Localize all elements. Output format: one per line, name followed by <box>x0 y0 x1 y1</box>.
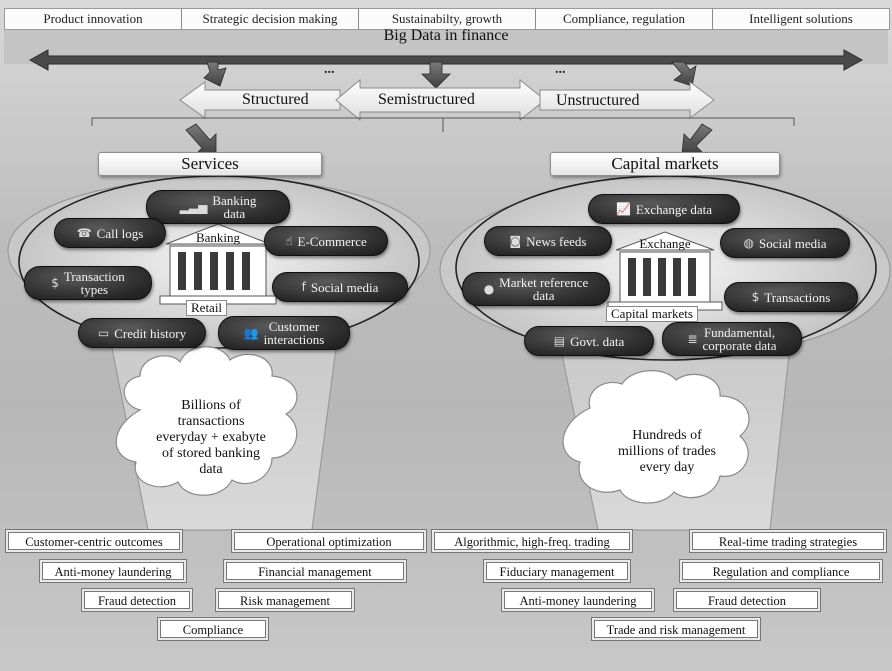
pill-transactions: $ Transactions <box>724 282 858 312</box>
category-sustainability-growth: Sustainabilty, growth <box>359 9 536 29</box>
pill-label: Govt. data <box>570 333 625 349</box>
pill-market-reference-data: ● Market reference data <box>462 272 610 306</box>
category-compliance-regulation: Compliance, regulation <box>536 9 713 29</box>
pill-label: Customer interactions <box>263 319 325 347</box>
pill-label: Credit history <box>114 325 187 341</box>
ellipsis-right: ... <box>555 62 566 77</box>
capital-markets-cloud-text: Hundreds of millions of trades every day <box>618 428 716 475</box>
outcome-real-time-trading: Real-time trading strategies <box>692 532 884 550</box>
outcome-anti-money-laundering: Anti-money laundering <box>42 562 184 580</box>
exchange-building-icon <box>607 231 723 311</box>
services-header: Services <box>98 152 322 176</box>
outcome-customer-centric: Customer-centric outcomes <box>8 532 180 550</box>
category-product-innovation: Product innovation <box>5 9 182 29</box>
outcome-fraud-detection-cm: Fraud detection <box>676 591 818 609</box>
pill-call-logs: ☎ Call logs <box>54 218 166 248</box>
outcome-operational-optimization: Operational optimization <box>234 532 424 550</box>
services-cloud <box>115 346 298 496</box>
data-type-arrows <box>179 78 715 122</box>
chart-icon: 📈 <box>615 201 631 216</box>
document-stack-icon: ▤ <box>553 333 566 348</box>
outcome-fiduciary-management: Fiduciary management <box>486 562 628 580</box>
pill-label: Transaction types <box>63 269 125 297</box>
pill-label: Call logs <box>96 225 144 241</box>
pill-label: Social media <box>310 279 379 295</box>
globe-icon: ◍ <box>743 235 754 250</box>
category-strategic-decision-making: Strategic decision making <box>182 9 359 29</box>
outcome-risk-management: Risk management <box>218 591 352 609</box>
capital-markets-center-label: Capital markets <box>606 306 698 322</box>
ellipsis-left: ... <box>324 62 335 77</box>
label-unstructured: Unstructured <box>556 92 640 109</box>
top-category-bar: Product innovation Strategic decision ma… <box>4 8 890 30</box>
category-intelligent-solutions: Intelligent solutions <box>749 11 853 26</box>
outcome-regulation-compliance: Regulation and compliance <box>682 562 880 580</box>
rss-icon: ◙ <box>509 233 522 248</box>
outcome-compliance: Compliance <box>160 620 266 638</box>
pill-fundamental-corporate-data: ≣ Fundamental, corporate data <box>662 322 802 356</box>
dollar-icon: $ <box>51 275 59 290</box>
pill-label: Social media <box>758 235 827 251</box>
pill-label: Fundamental, corporate data <box>702 325 777 353</box>
pill-banking-data: ▂▃▅ Banking data <box>146 190 290 224</box>
main-title: Big Data in finance <box>383 27 509 44</box>
pill-social-media-services: f Social media <box>272 272 408 302</box>
people-icon: 👥 <box>243 325 259 340</box>
label-structured: Structured <box>242 91 309 108</box>
pill-social-media-markets: ◍ Social media <box>720 228 850 258</box>
pill-news-feeds: ◙ News feeds <box>484 226 612 256</box>
bracket <box>91 117 795 132</box>
capital-markets-cloud <box>562 370 750 504</box>
outcome-anti-money-laundering-cm: Anti-money laundering <box>504 591 652 609</box>
outcome-financial-management: Financial management <box>226 562 404 580</box>
sphere-icon: ● <box>483 281 495 296</box>
pill-label: Transactions <box>764 289 831 305</box>
pill-exchange-data: 📈 Exchange data <box>588 194 740 224</box>
pill-label: Market reference data <box>499 275 589 303</box>
credit-card-icon: ▭ <box>97 325 110 340</box>
phone-icon: ☎ <box>76 225 92 240</box>
pill-label: Exchange data <box>635 201 713 217</box>
outcome-algorithmic-trading: Algorithmic, high-freq. trading <box>434 532 630 550</box>
retail-label: Retail <box>186 300 228 316</box>
capital-markets-header: Capital markets <box>550 152 780 176</box>
social-icon: f <box>301 279 306 294</box>
outcome-trade-risk-management: Trade and risk management <box>594 620 758 638</box>
pill-govt-data: ▤ Govt. data <box>524 326 654 356</box>
services-cloud-text: Billions of transactions everyday + exab… <box>156 398 266 477</box>
exchange-label: Exchange <box>639 236 691 251</box>
pill-label: E-Commerce <box>297 233 367 249</box>
banking-label: Banking <box>195 230 241 245</box>
outcome-fraud-detection: Fraud detection <box>84 591 190 609</box>
label-semistructured: Semistructured <box>378 91 475 108</box>
dollar-icon: $ <box>751 289 760 304</box>
pill-e-commerce: ☝ E-Commerce <box>264 226 388 256</box>
pill-credit-history: ▭ Credit history <box>78 318 206 348</box>
main-double-arrow <box>28 49 864 71</box>
pill-transaction-types: $ Transaction types <box>24 266 152 300</box>
pill-customer-interactions: 👥 Customer interactions <box>218 316 350 350</box>
hand-cursor-icon: ☝ <box>285 233 293 248</box>
database-icon: ≣ <box>687 331 698 346</box>
pill-label: Banking data <box>212 193 257 221</box>
section-arrows <box>185 123 713 157</box>
pill-label: News feeds <box>526 233 587 249</box>
down-arrows-top <box>203 61 697 89</box>
bar-chart-icon: ▂▃▅ <box>179 199 208 214</box>
